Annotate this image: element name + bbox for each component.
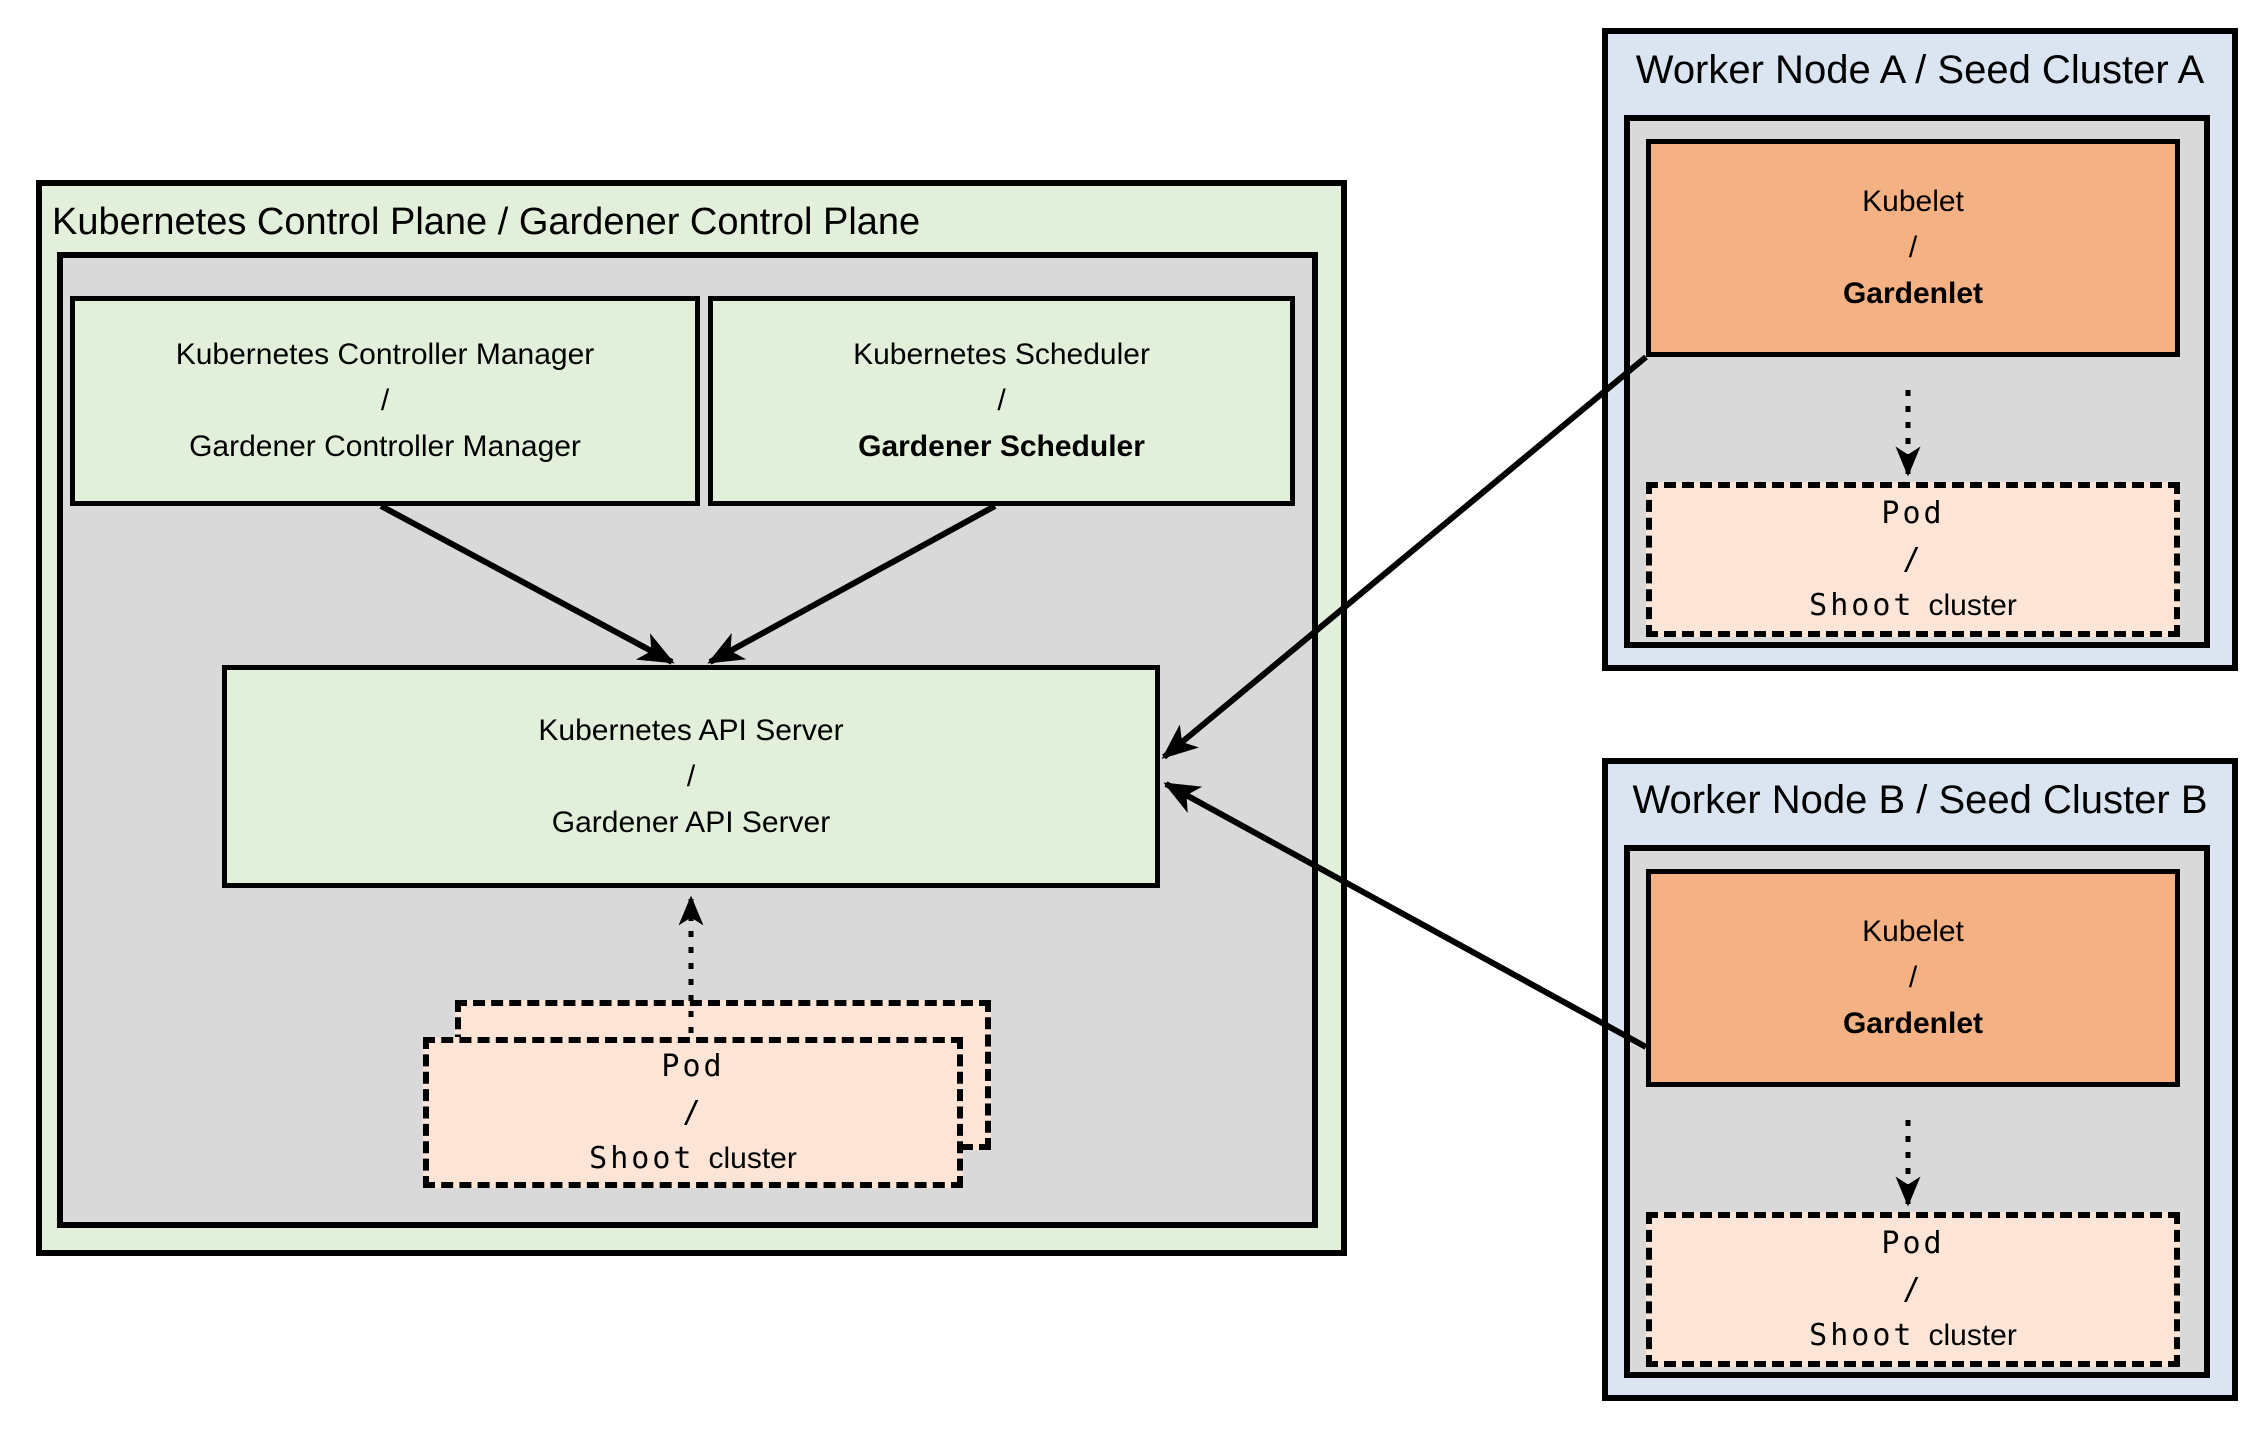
- api-server-line1: Kubernetes API Server: [538, 713, 844, 747]
- pod-b-line2-code: Shoot: [1809, 1317, 1915, 1353]
- worker-node-a-title: Worker Node A / Seed Cluster A: [1635, 48, 2205, 92]
- control-plane-title: Kubernetes Control Plane / Gardener Cont…: [52, 201, 921, 243]
- pod-a-line2-plain: cluster: [1928, 588, 2017, 622]
- kubelet-a-label: Kubelet / Gardenlet: [1651, 144, 2175, 352]
- kubelet-b-line2: Gardenlet: [1842, 1007, 1984, 1040]
- scheduler-box: Kubernetes Scheduler / Gardener Schedule…: [708, 296, 1295, 506]
- kubelet-a-separator: /: [1908, 231, 1918, 264]
- scheduler-separator: /: [997, 384, 1006, 417]
- scheduler-label: Kubernetes Scheduler / Gardener Schedule…: [713, 301, 1290, 501]
- pod-b-line2-plain: cluster: [1928, 1318, 2017, 1352]
- api-server-separator: /: [686, 759, 696, 793]
- pod-line2: Shoot cluster: [589, 1136, 797, 1182]
- pod-shoot-b-box: Pod / Shoot cluster: [1646, 1212, 2180, 1367]
- kubelet-b-separator: /: [1908, 961, 1918, 994]
- pod-separator: /: [682, 1094, 704, 1130]
- pod-a-line2: Shoot cluster: [1809, 583, 2017, 629]
- pod-b-line2: Shoot cluster: [1809, 1313, 2017, 1359]
- pod-a-line2-code: Shoot: [1809, 587, 1915, 623]
- controller-manager-line1: Kubernetes Controller Manager: [175, 338, 595, 371]
- pod-line2-plain: cluster: [708, 1141, 797, 1175]
- controller-manager-box: Kubernetes Controller Manager / Gardener…: [70, 296, 700, 506]
- pod-shoot-a-box: Pod / Shoot cluster: [1646, 482, 2180, 637]
- controller-manager-line2: Gardener Controller Manager: [189, 430, 581, 463]
- controller-manager-label: Kubernetes Controller Manager / Gardener…: [75, 301, 695, 501]
- kubelet-b-box: Kubelet / Gardenlet: [1646, 869, 2180, 1087]
- api-server-label: Kubernetes API Server / Gardener API Ser…: [227, 670, 1155, 883]
- pod-a-separator: /: [1902, 541, 1924, 577]
- pod-b-separator: /: [1902, 1271, 1924, 1307]
- worker-node-b-title: Worker Node B / Seed Cluster B: [1632, 778, 2208, 822]
- pod-shoot-b-label: Pod / Shoot cluster: [1652, 1218, 2174, 1361]
- pod-line1: Pod: [661, 1048, 725, 1084]
- kubelet-b-label: Kubelet / Gardenlet: [1651, 874, 2175, 1082]
- controller-manager-separator: /: [380, 384, 390, 417]
- pod-b-line1: Pod: [1881, 1225, 1945, 1261]
- pod-a-line1: Pod: [1881, 495, 1945, 531]
- api-server-line2: Gardener API Server: [551, 805, 831, 839]
- pod-shoot-label: Pod / Shoot cluster: [429, 1043, 957, 1182]
- api-server-box: Kubernetes API Server / Gardener API Ser…: [222, 665, 1160, 888]
- pod-shoot-a-label: Pod / Shoot cluster: [1652, 488, 2174, 631]
- kubelet-a-line2: Gardenlet: [1842, 277, 1984, 310]
- kubelet-b-line1: Kubelet: [1862, 915, 1964, 948]
- scheduler-line2: Gardener Scheduler: [858, 430, 1145, 463]
- kubelet-a-box: Kubelet / Gardenlet: [1646, 139, 2180, 357]
- pod-line2-code: Shoot: [589, 1140, 695, 1176]
- kubelet-a-line1: Kubelet: [1862, 185, 1964, 218]
- pod-shoot-box-front: Pod / Shoot cluster: [423, 1037, 963, 1188]
- scheduler-line1: Kubernetes Scheduler: [853, 338, 1150, 371]
